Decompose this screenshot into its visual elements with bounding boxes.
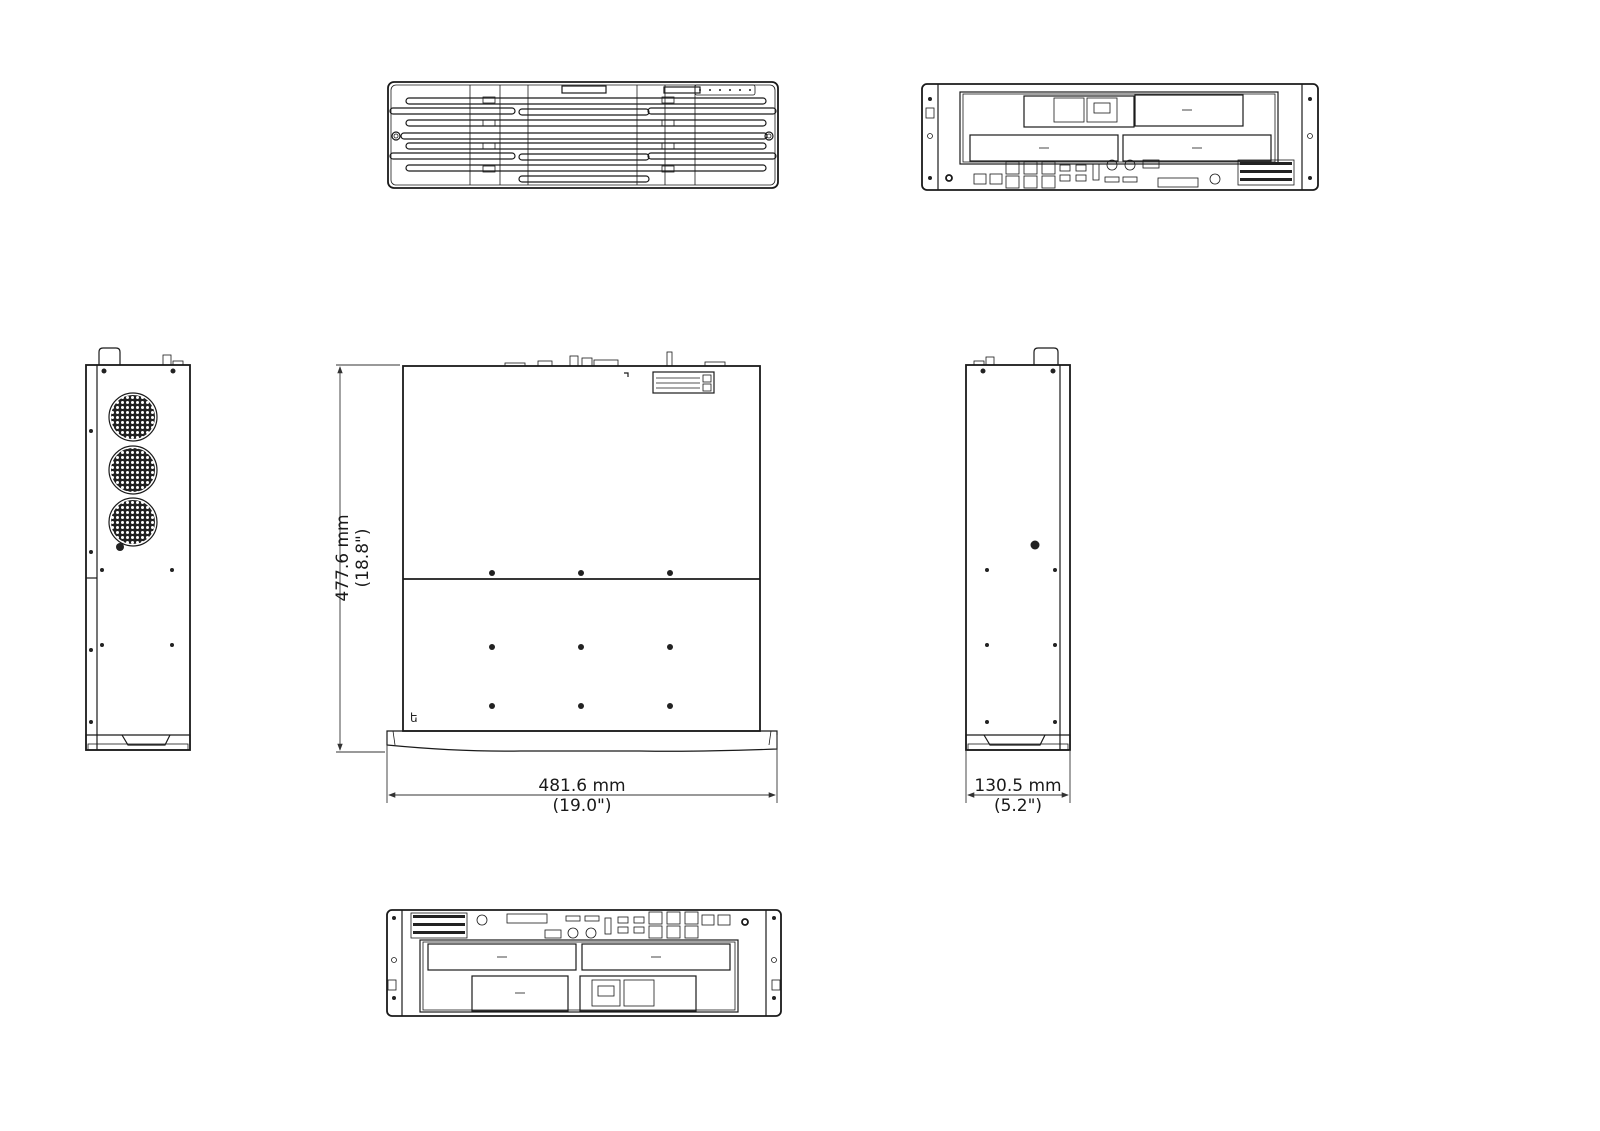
width-metric: 481.6 mm <box>538 776 626 796</box>
svg-text:ե: ե <box>410 711 418 725</box>
height-dimension-line <box>965 750 1071 803</box>
rear-view-rotated <box>386 909 782 1017</box>
depth-dimension-label: 477.6 mm (18.8") <box>333 503 373 613</box>
terminal-blocks <box>1237 159 1295 186</box>
rear-view <box>921 83 1319 191</box>
height-metric: 130.5 mm <box>974 776 1062 796</box>
power-supply <box>579 975 697 1012</box>
status-led-panel <box>694 84 756 96</box>
left-side-view <box>85 347 191 751</box>
front-view <box>387 81 779 189</box>
depth-dimension-line <box>336 364 400 753</box>
height-dimension-label: 130.5 mm (5.2") <box>968 776 1068 816</box>
width-dimension-label: 481.6 mm (19.0") <box>532 776 632 816</box>
fan-grille <box>108 392 158 547</box>
right-side-view <box>965 347 1071 751</box>
depth-imperial: (18.8") <box>353 528 373 588</box>
depth-metric: 477.6 mm <box>333 514 353 602</box>
power-supply <box>1023 95 1135 128</box>
height-imperial: (5.2") <box>993 796 1043 816</box>
width-imperial: (19.0") <box>552 796 612 816</box>
top-view: ե <box>386 351 778 752</box>
product-label <box>652 371 715 394</box>
width-dimension-line <box>386 735 778 803</box>
terminal-blocks <box>410 912 468 939</box>
